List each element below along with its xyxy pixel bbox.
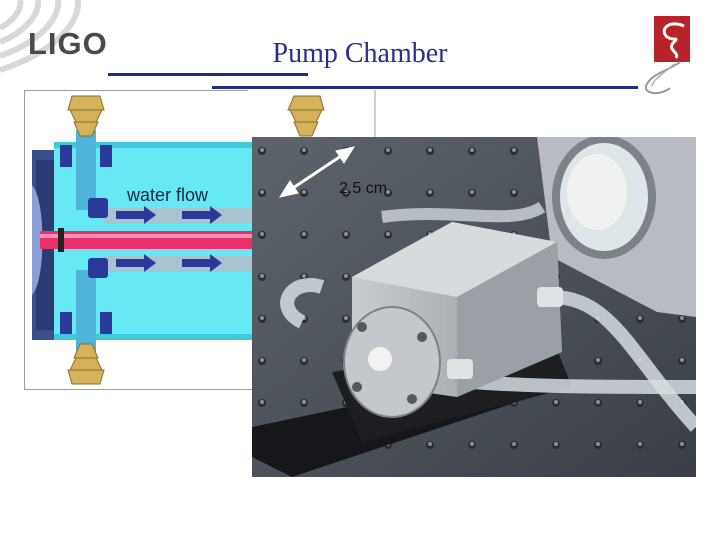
ligo-logo-text: LIGO <box>28 26 108 61</box>
title-underline-left <box>108 73 308 76</box>
pump-chamber-photo <box>252 137 696 477</box>
slide-title: Pump Chamber <box>272 38 448 69</box>
institution-logo <box>644 16 690 94</box>
dimension-label: 2.5 cm <box>339 180 388 197</box>
ligo-logo-arcs <box>0 0 82 73</box>
title-underline-right <box>212 86 638 89</box>
water-flow-label: water flow <box>127 185 209 205</box>
